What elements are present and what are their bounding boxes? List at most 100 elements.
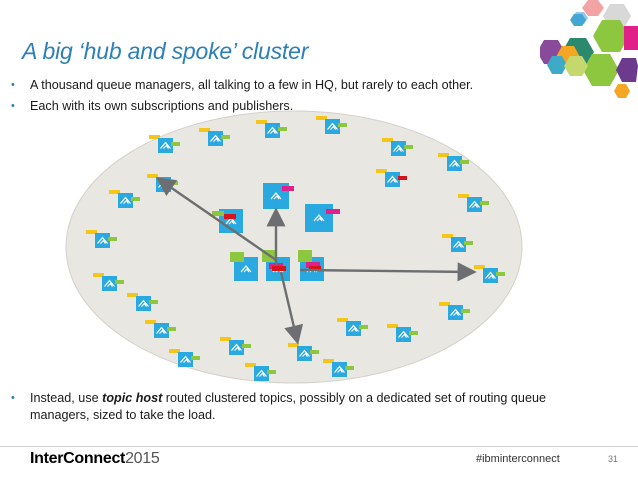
subscription-marker (169, 349, 180, 353)
bullet-list: • A thousand queue managers, all talking… (10, 75, 570, 117)
queue-manager-glyph (120, 196, 131, 204)
hub-topic-marker (212, 211, 224, 216)
publisher-marker (169, 181, 178, 185)
queue-manager-glyph (270, 192, 282, 200)
publisher-marker (191, 356, 200, 360)
queue-manager-icon (451, 237, 466, 252)
bullet-text: A thousand queue managers, all talking t… (30, 78, 474, 92)
queue-manager-icon (265, 123, 280, 138)
bullet-item: • Each with its own subscriptions and pu… (10, 96, 570, 117)
queue-manager-icon (102, 276, 117, 291)
queue-manager-icon (118, 193, 133, 208)
hexagon-decoration-tile (583, 54, 619, 86)
queue-manager-icon (136, 296, 151, 311)
publisher-marker (359, 325, 368, 329)
spoke-queue-manager (387, 324, 418, 342)
bottom-bullet: • Instead, use topic host routed cluster… (10, 390, 570, 424)
bullet-text: Each with its own subscriptions and publ… (30, 99, 294, 113)
brand-year: 2015 (125, 450, 160, 467)
spoke-queue-manager (109, 190, 140, 208)
spoke-queue-manager (86, 230, 117, 248)
hexagon-decoration-tile (564, 56, 588, 76)
hashtag: #ibminterconnect (476, 453, 560, 465)
queue-manager-glyph (348, 324, 359, 332)
spoke-queue-manager (288, 343, 319, 361)
queue-manager-glyph (485, 271, 496, 279)
queue-manager-glyph (450, 308, 461, 316)
subscription-marker (288, 343, 299, 347)
publisher-marker (409, 331, 418, 335)
spoke-queue-manager (323, 359, 354, 377)
subscription-marker (442, 234, 453, 238)
hub-topic-marker (230, 252, 244, 262)
queue-manager-glyph (180, 355, 191, 363)
queue-manager-glyph (267, 126, 278, 134)
subscription-marker (438, 153, 449, 157)
brand-name: InterConnect (30, 450, 126, 467)
hexagon-decoration-tile (547, 56, 567, 74)
subscription-marker (256, 120, 267, 124)
queue-manager-icon (95, 233, 110, 248)
subscription-marker (149, 135, 160, 139)
spoke-queue-manager (376, 169, 407, 187)
subscription-marker (199, 128, 210, 132)
queue-manager-icon (297, 346, 312, 361)
subscription-marker (382, 138, 393, 142)
queue-manager-icon (391, 141, 406, 156)
queue-manager-glyph (210, 134, 221, 142)
hexagon-decoration (540, 0, 638, 98)
queue-manager-glyph (453, 240, 464, 248)
queue-manager-icon (254, 366, 269, 381)
publisher-marker (171, 142, 180, 146)
queue-manager-icon (385, 172, 400, 187)
queue-manager-glyph (104, 279, 115, 287)
hub-topic-marker (298, 250, 312, 262)
page-number: 31 (608, 454, 619, 464)
queue-manager-glyph (138, 299, 149, 307)
subscription-marker (323, 359, 334, 363)
spoke-queue-manager (220, 337, 251, 355)
subscription-marker (127, 293, 138, 297)
bullet-item: • A thousand queue managers, all talking… (10, 75, 570, 96)
subscription-marker (93, 273, 104, 277)
queue-manager-glyph (97, 236, 108, 244)
subscription-marker (376, 169, 387, 173)
subscription-marker (220, 337, 231, 341)
subscription-marker (109, 190, 120, 194)
queue-manager-glyph (393, 144, 404, 152)
bullet-marker: • (11, 79, 15, 91)
hub-topic-marker (326, 209, 340, 214)
bottom-bullet-after: routed clustered topics, possibly on a d… (30, 391, 546, 422)
routing-arrow (156, 177, 277, 261)
queue-manager-glyph (334, 365, 345, 373)
subscription-marker (86, 230, 97, 234)
queue-manager-glyph (231, 343, 242, 351)
publisher-marker (338, 123, 347, 127)
hub-topic-marker (282, 186, 294, 191)
hub-queue-manager (263, 183, 294, 209)
publisher-marker (496, 272, 505, 276)
queue-manager-glyph (387, 175, 398, 183)
publisher-marker (221, 135, 230, 139)
publisher-marker (404, 145, 413, 149)
queue-manager-glyph (160, 141, 171, 149)
queue-manager-icon (158, 138, 173, 153)
slide-title: A big ‘hub and spoke’ cluster (22, 38, 309, 64)
queue-manager-icon (178, 352, 193, 367)
bullet-marker: • (11, 392, 15, 404)
publisher-marker (464, 241, 473, 245)
queue-manager-glyph (449, 159, 460, 167)
queue-manager-icon (448, 305, 463, 320)
publisher-marker (398, 176, 407, 180)
publisher-marker (149, 300, 158, 304)
queue-manager-icon (154, 323, 169, 338)
spoke-queue-manager (439, 302, 470, 320)
publisher-marker (480, 201, 489, 205)
queue-manager-icon (229, 340, 244, 355)
spoke-queue-manager (145, 320, 176, 338)
subscription-marker (337, 318, 348, 322)
publisher-marker (108, 237, 117, 241)
queue-manager-icon (325, 119, 340, 134)
queue-manager-glyph (299, 349, 310, 357)
